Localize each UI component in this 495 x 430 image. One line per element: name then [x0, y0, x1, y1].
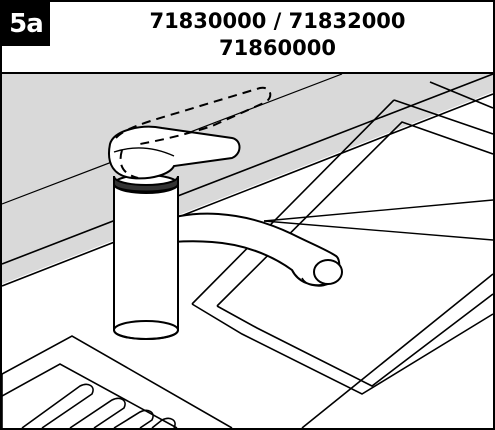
model-numbers-line-1: 71830000 / 71832000: [149, 9, 406, 33]
model-numbers: 71830000 / 71832000 71860000: [62, 8, 493, 62]
callout-lines: [263, 199, 493, 241]
handle-lever: [108, 125, 241, 180]
panel-header: 5a 71830000 / 71832000 71860000: [2, 2, 493, 74]
faucet-body: [113, 174, 179, 340]
faucet-illustration: [2, 74, 493, 428]
sink-basin: [191, 81, 493, 428]
spout: [151, 212, 343, 287]
step-badge: 5a: [2, 2, 50, 46]
drainboard: [2, 335, 233, 428]
aerator: [313, 259, 343, 285]
faucet-base: [113, 320, 179, 340]
countertop: [2, 92, 493, 428]
lever-alt-position: [115, 86, 272, 179]
model-numbers-line-2: 71860000: [219, 36, 336, 60]
